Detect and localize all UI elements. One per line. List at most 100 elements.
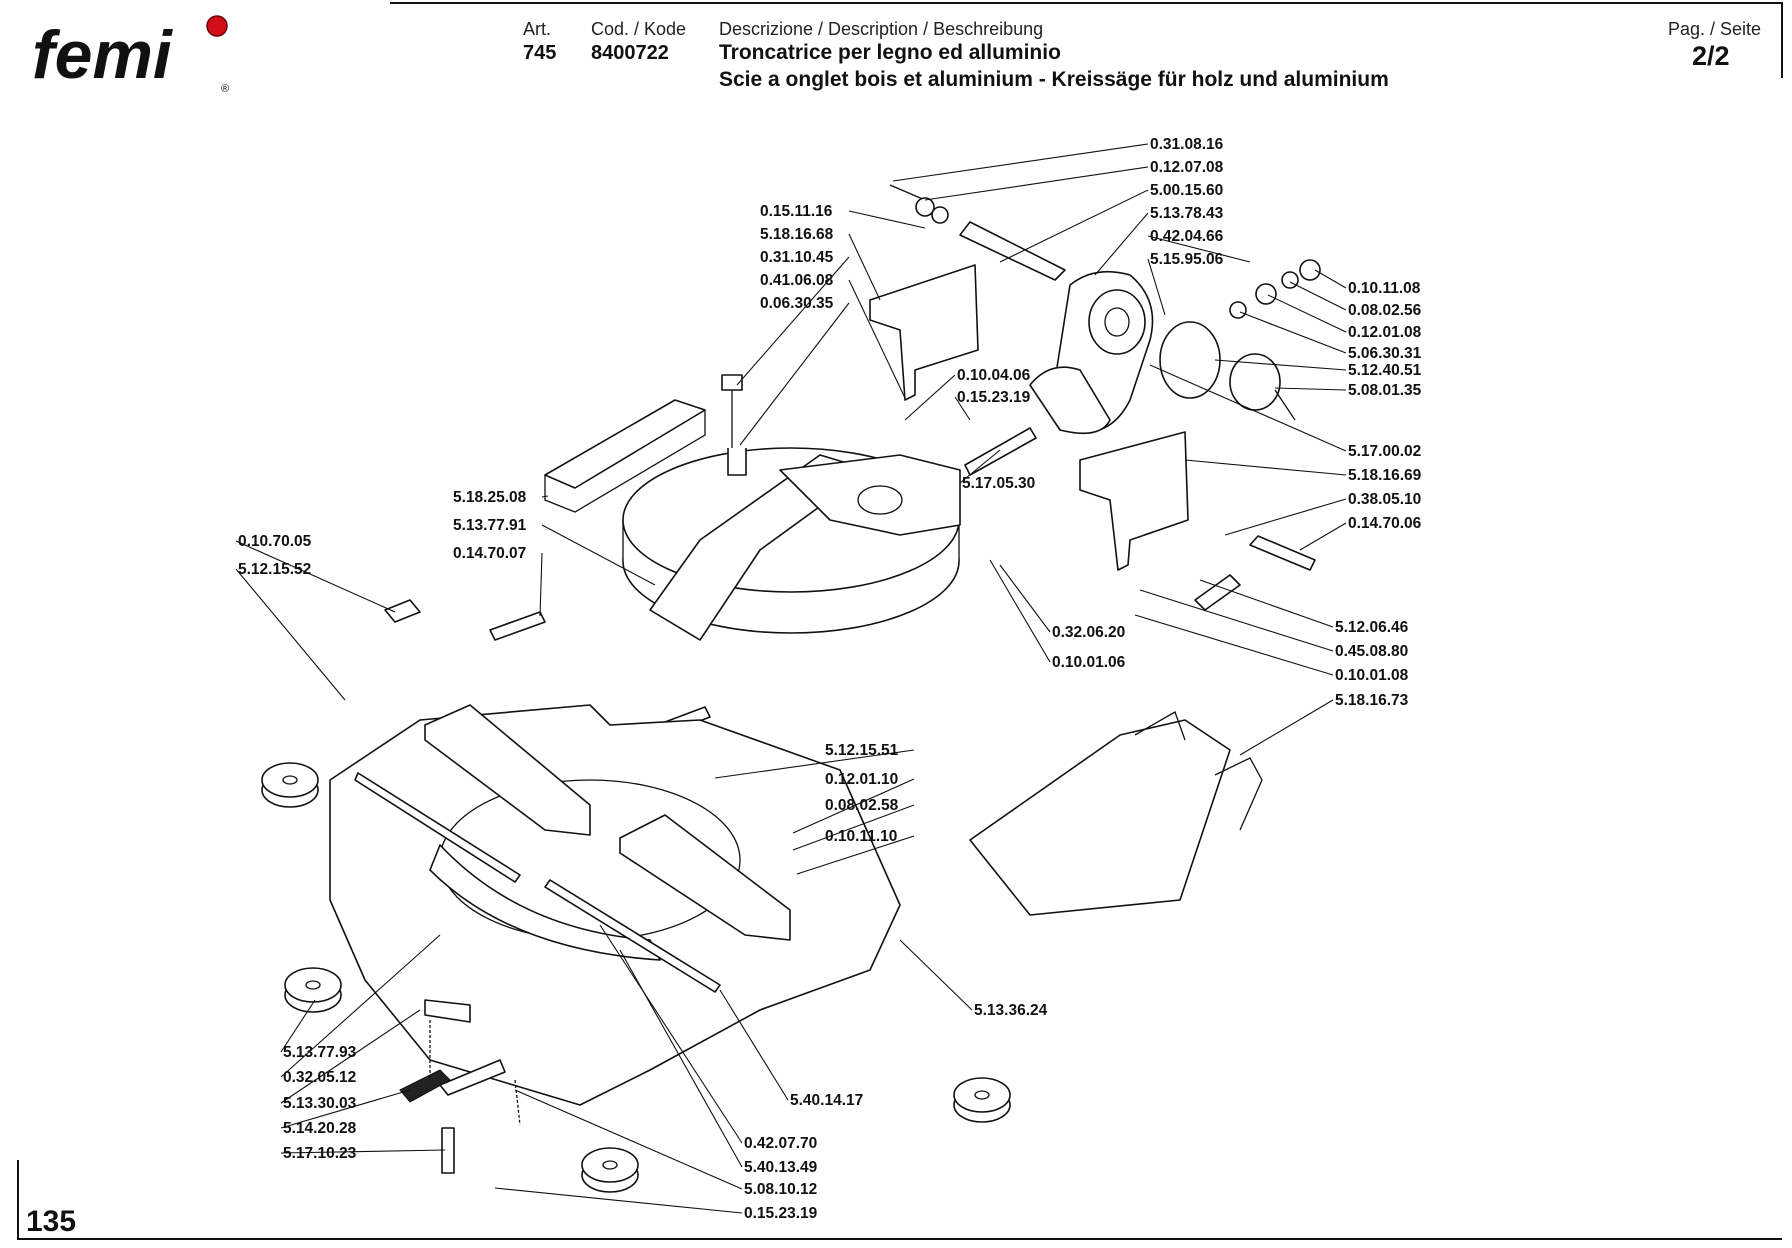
leader-line — [1274, 387, 1347, 391]
leader-line — [848, 279, 906, 399]
part-code-label: 0.38.05.10 — [1348, 491, 1421, 508]
leader-line — [924, 166, 1149, 201]
part-code-label: 0.45.08.80 — [1335, 643, 1408, 660]
right-fence — [619, 814, 791, 941]
header-right-rule — [1781, 2, 1783, 78]
leader-line — [714, 749, 915, 779]
leader-line — [1094, 212, 1149, 276]
part-code-label: 5.40.13.49 — [744, 1159, 818, 1176]
saw-drawing — [261, 184, 1321, 1193]
leader-line — [235, 540, 396, 613]
page-label: Pag. / Seite — [1668, 19, 1762, 39]
part-code-label: 0.12.01.08 — [1348, 324, 1422, 341]
part-code-label: 0.12.07.08 — [1150, 159, 1224, 176]
part-code-label: 5.14.20.28 — [283, 1120, 357, 1137]
leader-line — [1147, 258, 1166, 316]
leader-line — [989, 559, 1051, 663]
leader-line — [1149, 364, 1347, 452]
part-code-label: 0.08.02.58 — [825, 797, 899, 814]
logo-dot-icon — [206, 15, 228, 37]
part-code-label: 5.18.16.68 — [760, 226, 834, 243]
leader-line — [959, 449, 1001, 484]
leader-line — [739, 302, 850, 446]
logo-text: femi — [32, 17, 174, 93]
page-value: 2/2 — [1692, 41, 1730, 71]
part-code-label: 5.12.15.51 — [825, 742, 899, 759]
lever-handle-left — [489, 611, 546, 641]
part-code-label: 5.12.40.51 — [1348, 362, 1422, 379]
leader-line — [1314, 269, 1347, 289]
part-code-label: 0.10.01.06 — [1052, 654, 1126, 671]
part-code-label: 5.12.06.46 — [1335, 619, 1409, 636]
leader-line — [280, 1149, 446, 1154]
part-code-label: 0.10.11.10 — [825, 828, 897, 845]
blade-guard-right — [1079, 431, 1189, 571]
part-code-label: 0.32.06.20 — [1052, 624, 1125, 641]
leader-line — [514, 1089, 743, 1190]
part-code-label: 0.42.04.66 — [1150, 228, 1224, 245]
leader-line — [899, 939, 973, 1011]
part-code-label: 5.00.15.60 — [1150, 182, 1223, 199]
part-code-label: 5.13.78.43 — [1150, 205, 1224, 222]
pivot-pin — [964, 427, 1037, 476]
part-code-label: 5.40.14.17 — [790, 1092, 863, 1109]
leader-line — [999, 189, 1149, 263]
leader-line — [235, 568, 346, 701]
part-code-label: 0.15.23.19 — [744, 1205, 818, 1222]
callout-leaders — [235, 143, 1347, 1214]
leader-line — [1139, 589, 1334, 652]
code-value: 8400722 — [591, 42, 669, 64]
leader-line — [1184, 459, 1347, 476]
leader-line — [1239, 311, 1347, 354]
part-code-label: 0.42.07.70 — [744, 1135, 817, 1152]
leader-line — [1134, 614, 1334, 676]
part-code-label: 0.10.04.06 — [957, 367, 1031, 384]
part-code-label: 0.10.01.08 — [1335, 667, 1409, 684]
leader-line — [796, 835, 915, 875]
leader-line — [280, 934, 441, 1078]
leader-line — [619, 949, 743, 1168]
part-code-label: 0.08.02.56 — [1348, 302, 1422, 319]
part-code-label: 5.08.10.12 — [744, 1181, 817, 1198]
part-code-label: 5.18.25.08 — [453, 489, 527, 506]
registered-mark: ® — [221, 83, 229, 95]
leader-line — [1289, 281, 1347, 311]
footer-left-rule — [17, 1160, 19, 1240]
part-code-label: 0.32.05.12 — [283, 1069, 356, 1086]
leader-line — [541, 495, 549, 498]
description-line-1: Troncatrice per legno ed alluminio — [719, 41, 1061, 64]
part-code-label: 5.15.95.06 — [1150, 251, 1224, 268]
angle-scale — [429, 844, 661, 961]
part-code-label: 5.18.16.73 — [1335, 692, 1409, 709]
leader-line — [792, 778, 915, 834]
o-ring — [1159, 321, 1221, 399]
lock-lever — [439, 1059, 506, 1096]
part-code-label: 5.17.10.23 — [283, 1145, 357, 1162]
lever-handle-right — [1249, 535, 1316, 571]
description-label: Descrizione / Description / Beschreibung — [719, 19, 1044, 39]
leader-line — [719, 989, 789, 1101]
part-code-label: 0.10.11.08 — [1348, 280, 1421, 297]
rubber-feet — [261, 762, 1011, 1193]
part-code-label: 5.13.30.03 — [283, 1095, 357, 1112]
scale-ruler-left — [354, 772, 521, 883]
header-top-rule — [390, 2, 1782, 4]
leader-line — [1239, 699, 1334, 756]
part-code-label: 0.41.06.08 — [760, 272, 834, 289]
description-line-2: Scie a onglet bois et aluminium - Kreiss… — [719, 68, 1389, 91]
leader-line — [792, 804, 915, 851]
part-code-label: 0.10.70.05 — [238, 533, 312, 550]
machine-base — [329, 704, 901, 1106]
table-arm-block — [779, 454, 961, 536]
leader-line — [1199, 579, 1334, 628]
left-fence — [424, 704, 591, 836]
callout-labels: 0.31.08.160.12.07.085.00.15.600.15.11.16… — [238, 136, 1422, 1222]
part-code-label: 0.15.11.16 — [760, 203, 833, 220]
femi-logo-mark: femi ® — [32, 15, 229, 95]
part-code-label: 5.13.77.91 — [453, 517, 527, 534]
pulley — [1229, 353, 1281, 411]
leader-line — [494, 1187, 743, 1214]
part-code-label: 5.17.05.30 — [962, 475, 1035, 492]
scale-ruler-right — [544, 879, 721, 993]
